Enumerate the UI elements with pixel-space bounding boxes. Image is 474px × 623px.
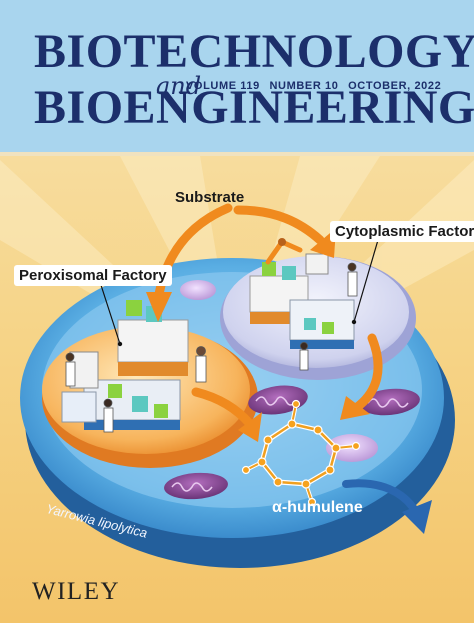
masthead: BIOTECHNOLOGY and VOLUME 119 NUMBER 10 O…: [0, 0, 474, 156]
mitochondrion-3: [164, 472, 228, 500]
issue-info: VOLUME 119 NUMBER 10 OCTOBER, 2022: [186, 80, 447, 92]
cytoplasm-scientists: [299, 262, 358, 371]
number-text: NUMBER 10: [269, 80, 339, 92]
arrow-peroxisome-to-product: [191, 387, 255, 429]
label-cytoplasmic-factory: Cytoplasmic Factory: [330, 221, 474, 242]
label-peroxisomal-factory: Peroxisomal Factory: [14, 265, 172, 286]
volume-text: VOLUME 119: [186, 80, 260, 92]
humulene-molecule: [241, 399, 361, 507]
callout-dot-peroxisomal: [117, 341, 123, 347]
mitochondria: [164, 385, 420, 500]
pathway-arrows: [146, 203, 383, 442]
scientist-figures: [65, 346, 207, 433]
arrow-cytoplasm-to-product: [351, 333, 383, 413]
callout-line-cytoplasmic: [353, 239, 379, 323]
peroxisomal-factory-machines: [61, 300, 189, 430]
arrowhead-product-left: [238, 412, 262, 442]
arrowhead-cytoplasm: [310, 228, 336, 258]
peroxisome-compartment: [42, 300, 258, 468]
arrow-substrate-to-cytoplasm: [233, 205, 325, 245]
export-arrowhead: [402, 500, 432, 534]
cytoplasmic-compartment: [220, 238, 416, 380]
label-substrate: Substrate: [175, 189, 245, 206]
date-text: OCTOBER, 2022: [348, 80, 442, 92]
export-arrow: [342, 479, 420, 516]
callout-line-peroxisomal: [99, 281, 121, 345]
title-line-1: BIOTECHNOLOGY: [34, 25, 474, 78]
label-alpha-humulene: α-humulene: [272, 499, 363, 516]
cytoplasmic-factory-machines: [249, 238, 355, 349]
vesicle-blob: [180, 280, 216, 300]
mitochondrion-1: [248, 385, 308, 415]
arrowhead-peroxisome: [146, 292, 172, 322]
publisher-logo: WILEY: [32, 578, 121, 605]
callout-dot-cytoplasmic: [351, 319, 357, 325]
title-and: and: [156, 72, 202, 100]
arrowhead-product-right: [340, 396, 370, 420]
title-line-2: BIOENGINEERING: [34, 81, 474, 134]
mitochondrion-2: [360, 388, 420, 416]
